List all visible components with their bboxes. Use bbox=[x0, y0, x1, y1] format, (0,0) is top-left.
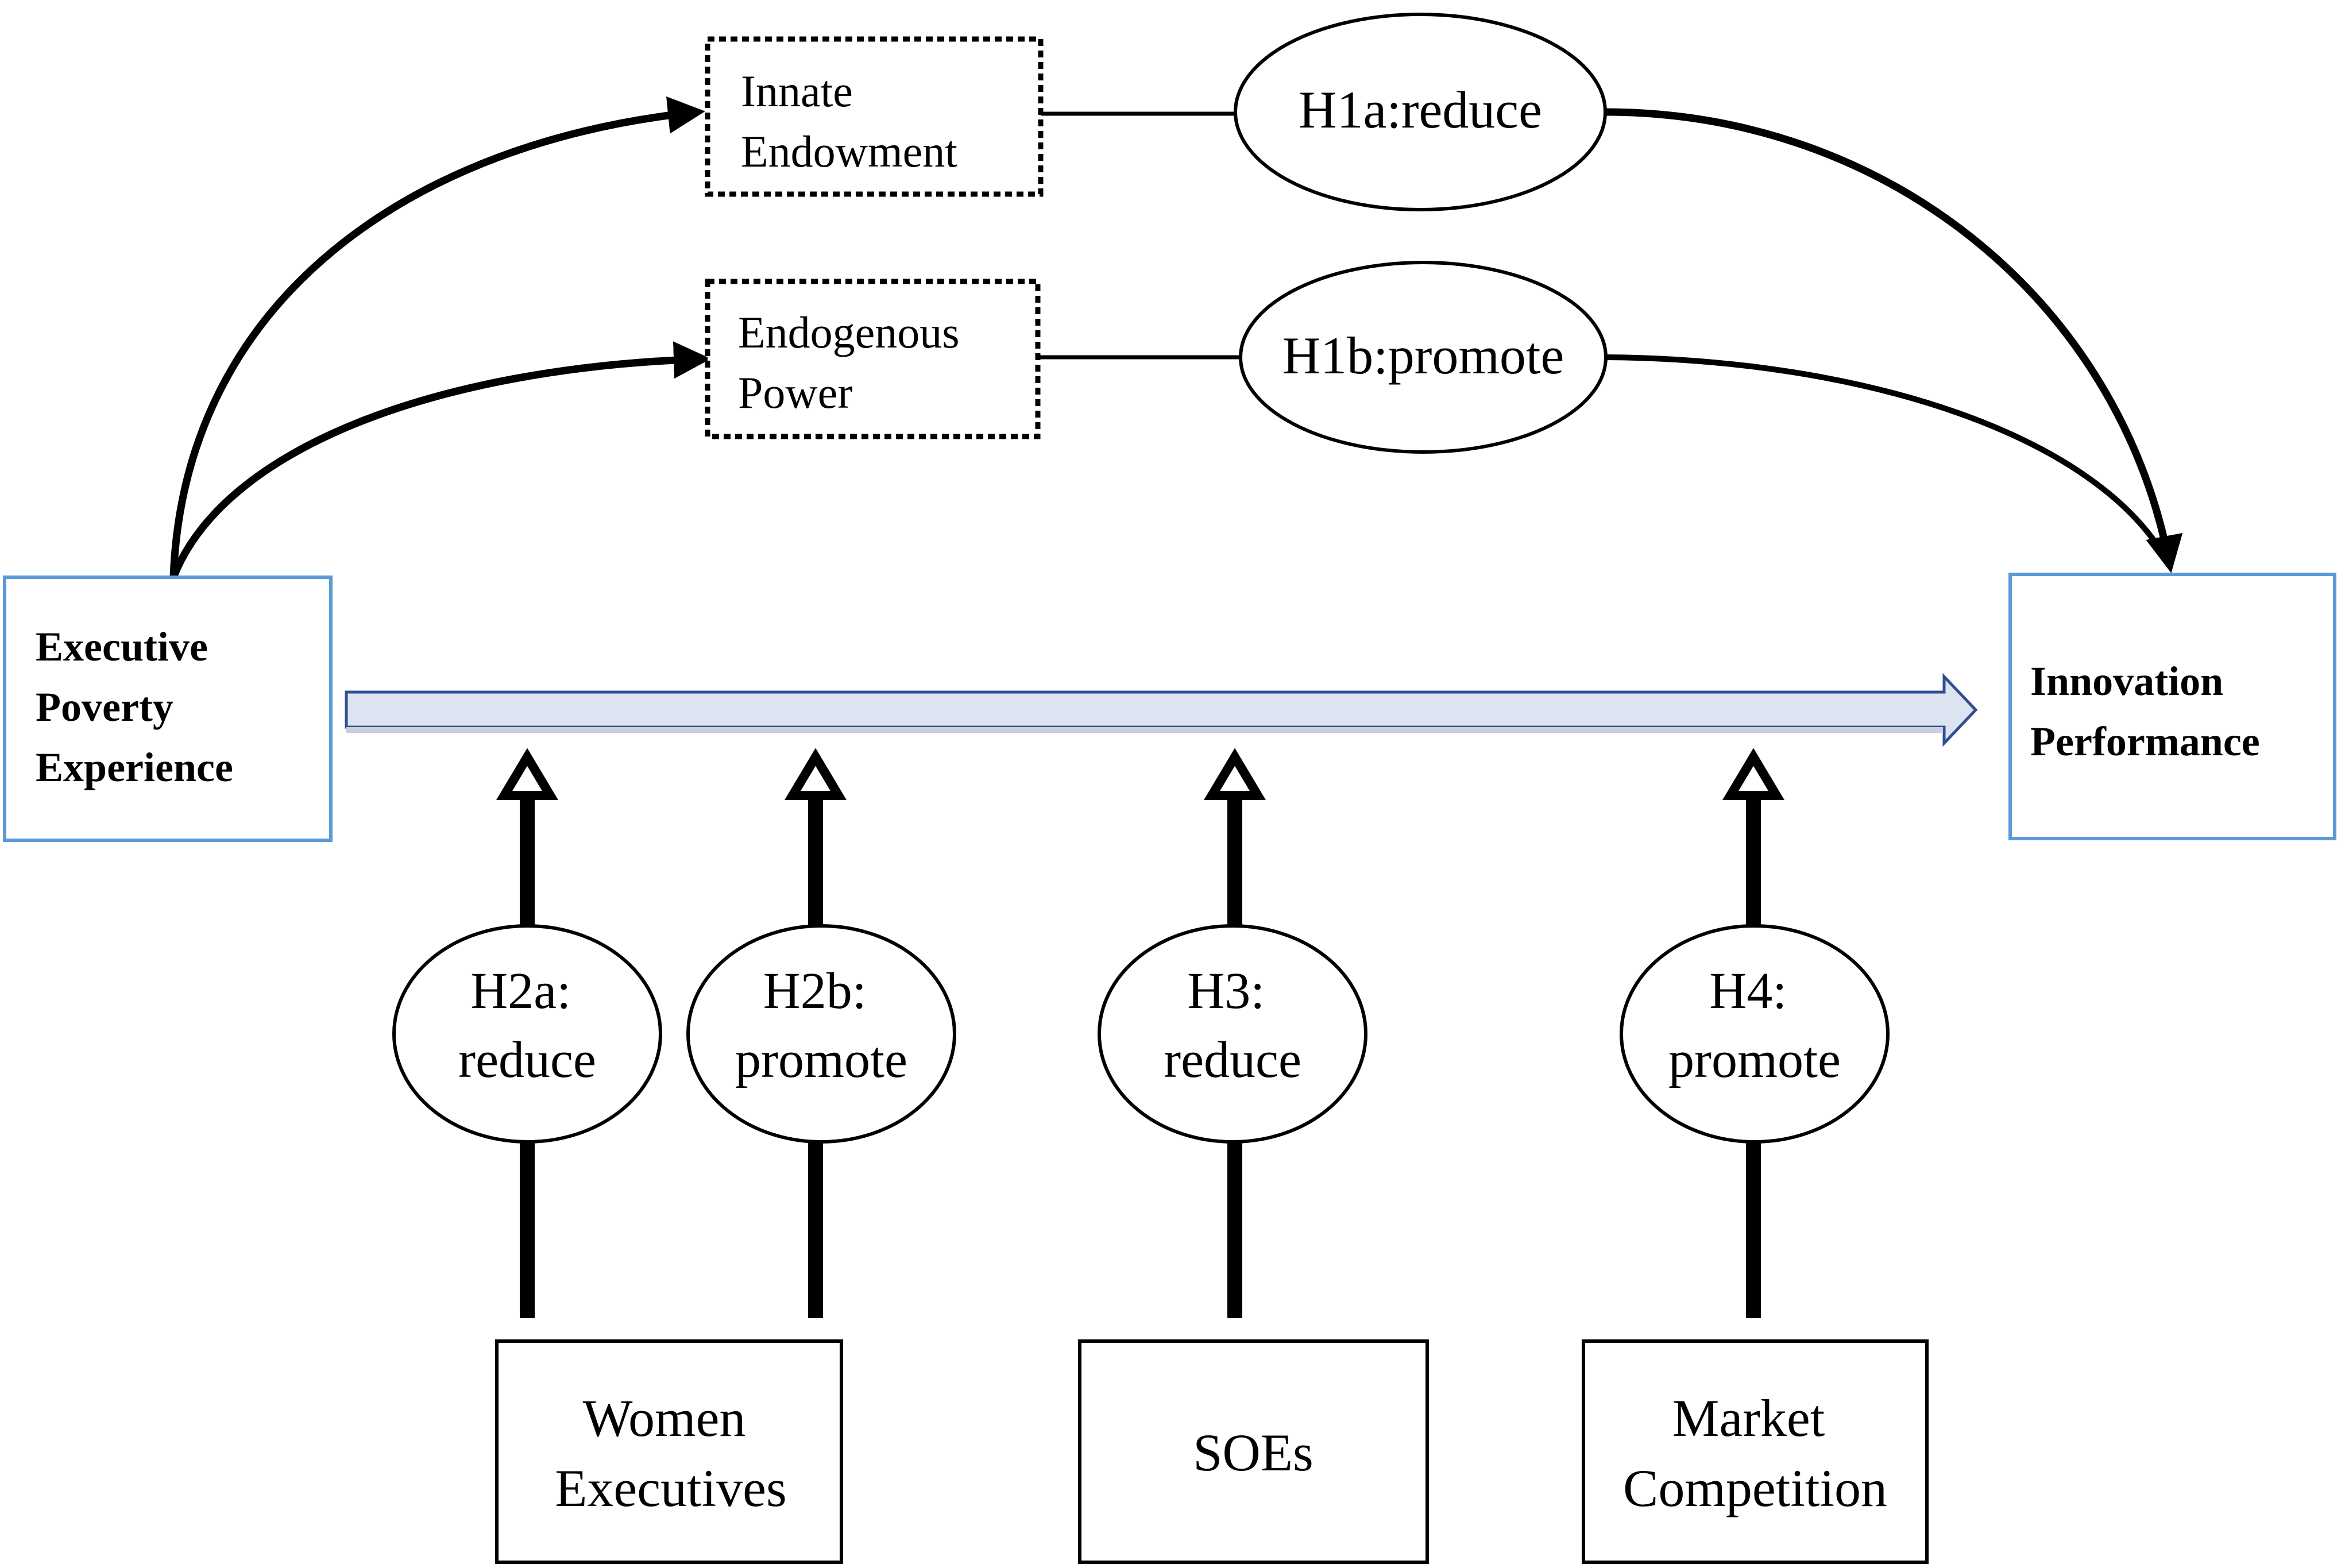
h1a-label: H1a:reduce bbox=[1299, 80, 1542, 139]
innate-endowment-label: Innate Endowment bbox=[741, 66, 957, 176]
endogenous-power-label: Endogenous Power bbox=[738, 307, 971, 418]
h2b-label: H2b: promote bbox=[735, 963, 907, 1088]
h1b-label: H1b:promote bbox=[1282, 326, 1564, 385]
arrow-h3-head bbox=[1203, 748, 1266, 800]
soes-label: SOEs bbox=[1193, 1423, 1313, 1482]
h2a-label: H2a: reduce bbox=[458, 963, 596, 1088]
main-effect-arrow-shadow bbox=[346, 727, 1943, 733]
executive-poverty-experience-label: Executive Poverty Experience bbox=[36, 624, 233, 790]
h4-ellipse bbox=[1620, 924, 1890, 1144]
arrow-to-endogenous-power bbox=[169, 341, 711, 579]
women-executives-label: Women Executives bbox=[555, 1389, 787, 1517]
arrow-h1b-to-innovation-performance bbox=[1605, 354, 2173, 567]
market-competition-label: Market Competition bbox=[1623, 1389, 1887, 1517]
endogenous-power-box bbox=[705, 279, 1041, 439]
h1b-ellipse bbox=[1239, 261, 1608, 454]
h2a-ellipse bbox=[392, 924, 662, 1144]
market-competition-box bbox=[1582, 1339, 1929, 1564]
arrow-h2a-head bbox=[496, 748, 559, 800]
innovation-performance-label: Innovation Performance bbox=[2030, 658, 2260, 764]
h3-label: H3: reduce bbox=[1164, 963, 1301, 1088]
women-executives-box bbox=[495, 1339, 843, 1564]
arrow-to-innate-endowment bbox=[169, 96, 705, 578]
arrow-h2b-head bbox=[784, 748, 847, 800]
innate-endowment-box bbox=[705, 36, 1044, 197]
h4-label: H4: promote bbox=[1668, 963, 1841, 1088]
arrow-h4-head bbox=[1722, 748, 1785, 800]
h3-ellipse bbox=[1098, 924, 1367, 1144]
main-effect-arrow bbox=[345, 673, 1978, 747]
h2b-ellipse bbox=[686, 924, 956, 1144]
innovation-performance-box bbox=[2008, 573, 2336, 840]
h1a-ellipse bbox=[1234, 13, 1607, 211]
soes-box bbox=[1078, 1339, 1429, 1564]
arrow-h1a-to-innovation-performance bbox=[1605, 108, 2183, 573]
executive-poverty-experience-box bbox=[3, 576, 333, 842]
